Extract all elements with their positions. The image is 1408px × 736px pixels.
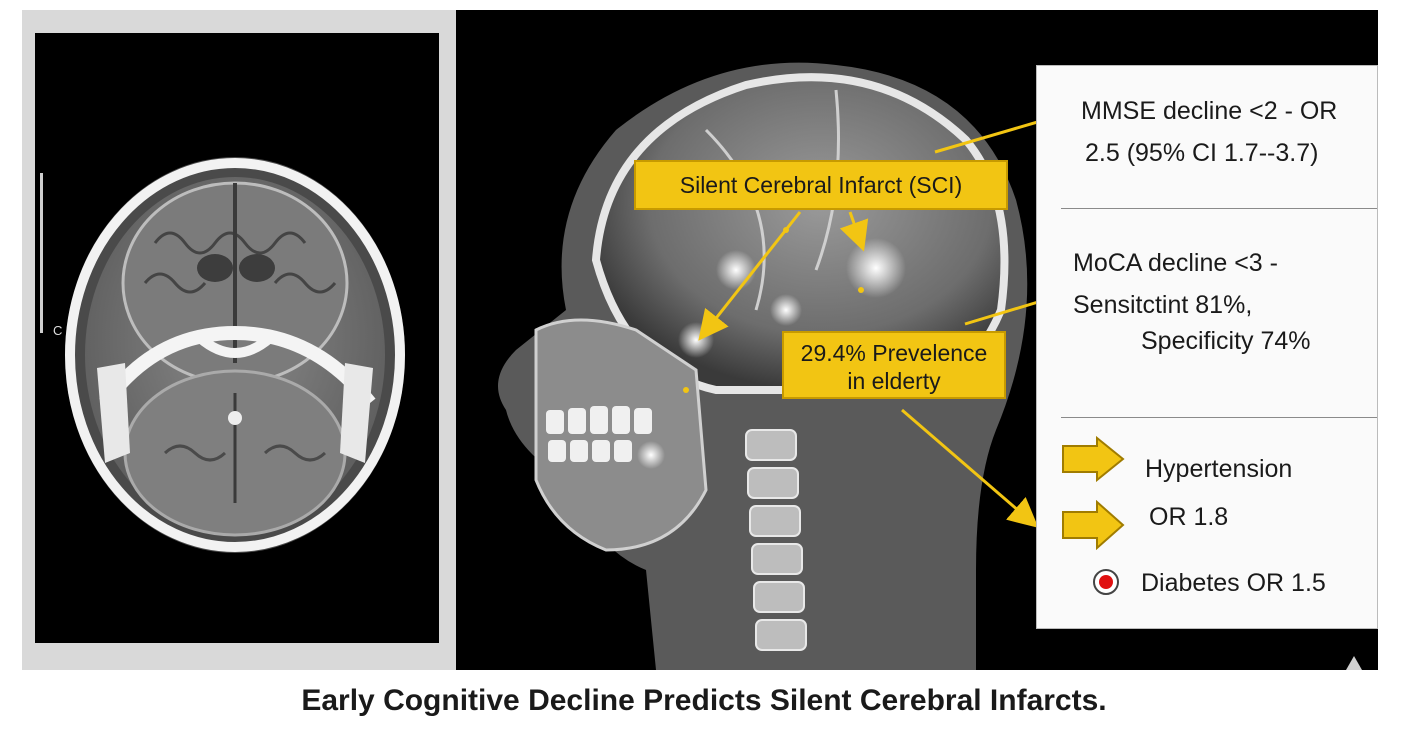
prevalence-callout-label: 29.4% Prevelence in elderty — [782, 331, 1006, 399]
sci-callout-label: Silent Cerebral Infarct (SCI) — [634, 160, 1008, 210]
card-divider-1 — [1061, 208, 1377, 209]
risk-diabetes: Diabetes OR 1.5 — [1141, 569, 1326, 597]
moca-line-3: Specificity 74% — [1141, 327, 1311, 355]
corner-triangle-icon — [1346, 656, 1362, 670]
lateral-skull-xray-drawing — [498, 62, 1028, 670]
statistics-card: MMSE decline <2 - OR 2.5 (95% CI 1.7--3.… — [1036, 65, 1378, 629]
axial-ct-scan-image: C — [35, 33, 439, 643]
card-divider-2 — [1061, 417, 1377, 418]
mmse-line-2: 2.5 (95% CI 1.7--3.7) — [1085, 139, 1319, 167]
risk-hypertension: Hypertension — [1145, 455, 1293, 483]
mmse-line-1: MMSE decline <2 - OR — [1081, 97, 1338, 125]
scale-bar — [40, 173, 43, 333]
prevalence-line-2: in elderty — [847, 368, 941, 394]
moca-line-1: MoCA decline <3 - — [1073, 249, 1278, 277]
yellow-arrow-icon — [1062, 500, 1125, 550]
risk-or: OR 1.8 — [1149, 503, 1229, 531]
ct-orientation-marker: C — [53, 323, 63, 338]
axial-ct-scan-drawing — [65, 157, 405, 553]
yellow-arrow-icon — [1062, 436, 1125, 482]
moca-line-2: Sensitctint 81%, — [1073, 291, 1253, 319]
red-dot-icon — [1093, 569, 1119, 595]
prevalence-line-1: 29.4% Prevelence — [800, 340, 988, 366]
figure-caption: Early Cognitive Decline Predicts Silent … — [301, 684, 1107, 717]
